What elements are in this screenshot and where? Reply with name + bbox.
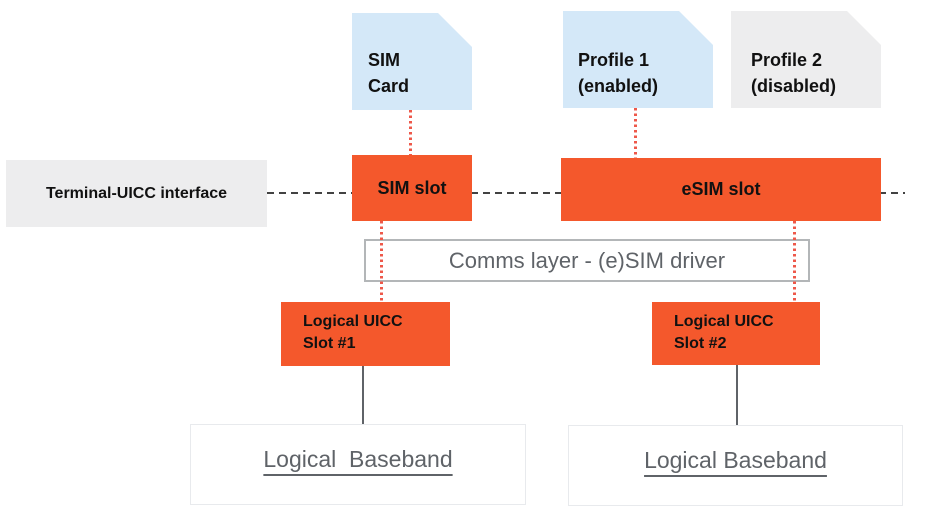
esim-slot-to-uicc-slot2-connector [793, 221, 796, 302]
logical-baseband-2-label: Logical Baseband [644, 447, 827, 473]
sim-card-label-line2: Card [368, 76, 410, 96]
logical-baseband-1-label: Logical Baseband [263, 446, 453, 472]
esim-slot-node: eSIM slot [561, 158, 881, 221]
sim-slot-label: SIM slot [377, 177, 447, 198]
comms-layer-node: Comms layer - (e)SIM driver [364, 239, 810, 282]
logical-uicc-slot-2-node: Logical UICC Slot #2 [652, 302, 820, 365]
uicc-slot1-to-baseband1-connector [362, 366, 364, 424]
sim-card-label-line1: SIM [368, 50, 401, 70]
sim-slot-node: SIM slot [352, 155, 472, 221]
logical-baseband-1-node: Logical Baseband [190, 424, 526, 505]
terminal-uicc-interface-label-box: Terminal-UICC interface [6, 160, 267, 227]
uicc-slot2-to-baseband2-connector [736, 365, 738, 425]
logical-uicc-slot-1-label-line1: Logical UICC [303, 313, 403, 330]
logical-uicc-slot-2-label-line2: Slot #2 [674, 335, 727, 352]
logical-uicc-slot-2-label-line1: Logical UICC [674, 313, 774, 330]
profile-1-label-line1: Profile 1 [578, 50, 650, 70]
terminal-uicc-interface-label: Terminal-UICC interface [45, 184, 228, 202]
profile-2-node: Profile 2 (disabled) [731, 11, 881, 108]
esim-slot-label: eSIM slot [681, 179, 761, 199]
profile-2-label-line1: Profile 2 [751, 50, 823, 70]
logical-uicc-slot-1-label-line2: Slot #1 [303, 335, 356, 352]
sim-card-node: SIM Card [352, 13, 472, 110]
sim-slot-to-uicc-slot1-connector [380, 221, 383, 302]
sim-card-to-sim-slot-connector [409, 110, 412, 155]
profile-1-node: Profile 1 (enabled) [563, 11, 713, 108]
comms-layer-label: Comms layer - (e)SIM driver [448, 247, 726, 273]
profile-2-label-line2: (disabled) [751, 76, 837, 96]
profile-1-label-line2: (enabled) [578, 76, 659, 96]
logical-baseband-2-node: Logical Baseband [568, 425, 903, 506]
profile1-to-esim-slot-connector [634, 108, 637, 158]
logical-uicc-slot-1-node: Logical UICC Slot #1 [281, 302, 450, 366]
